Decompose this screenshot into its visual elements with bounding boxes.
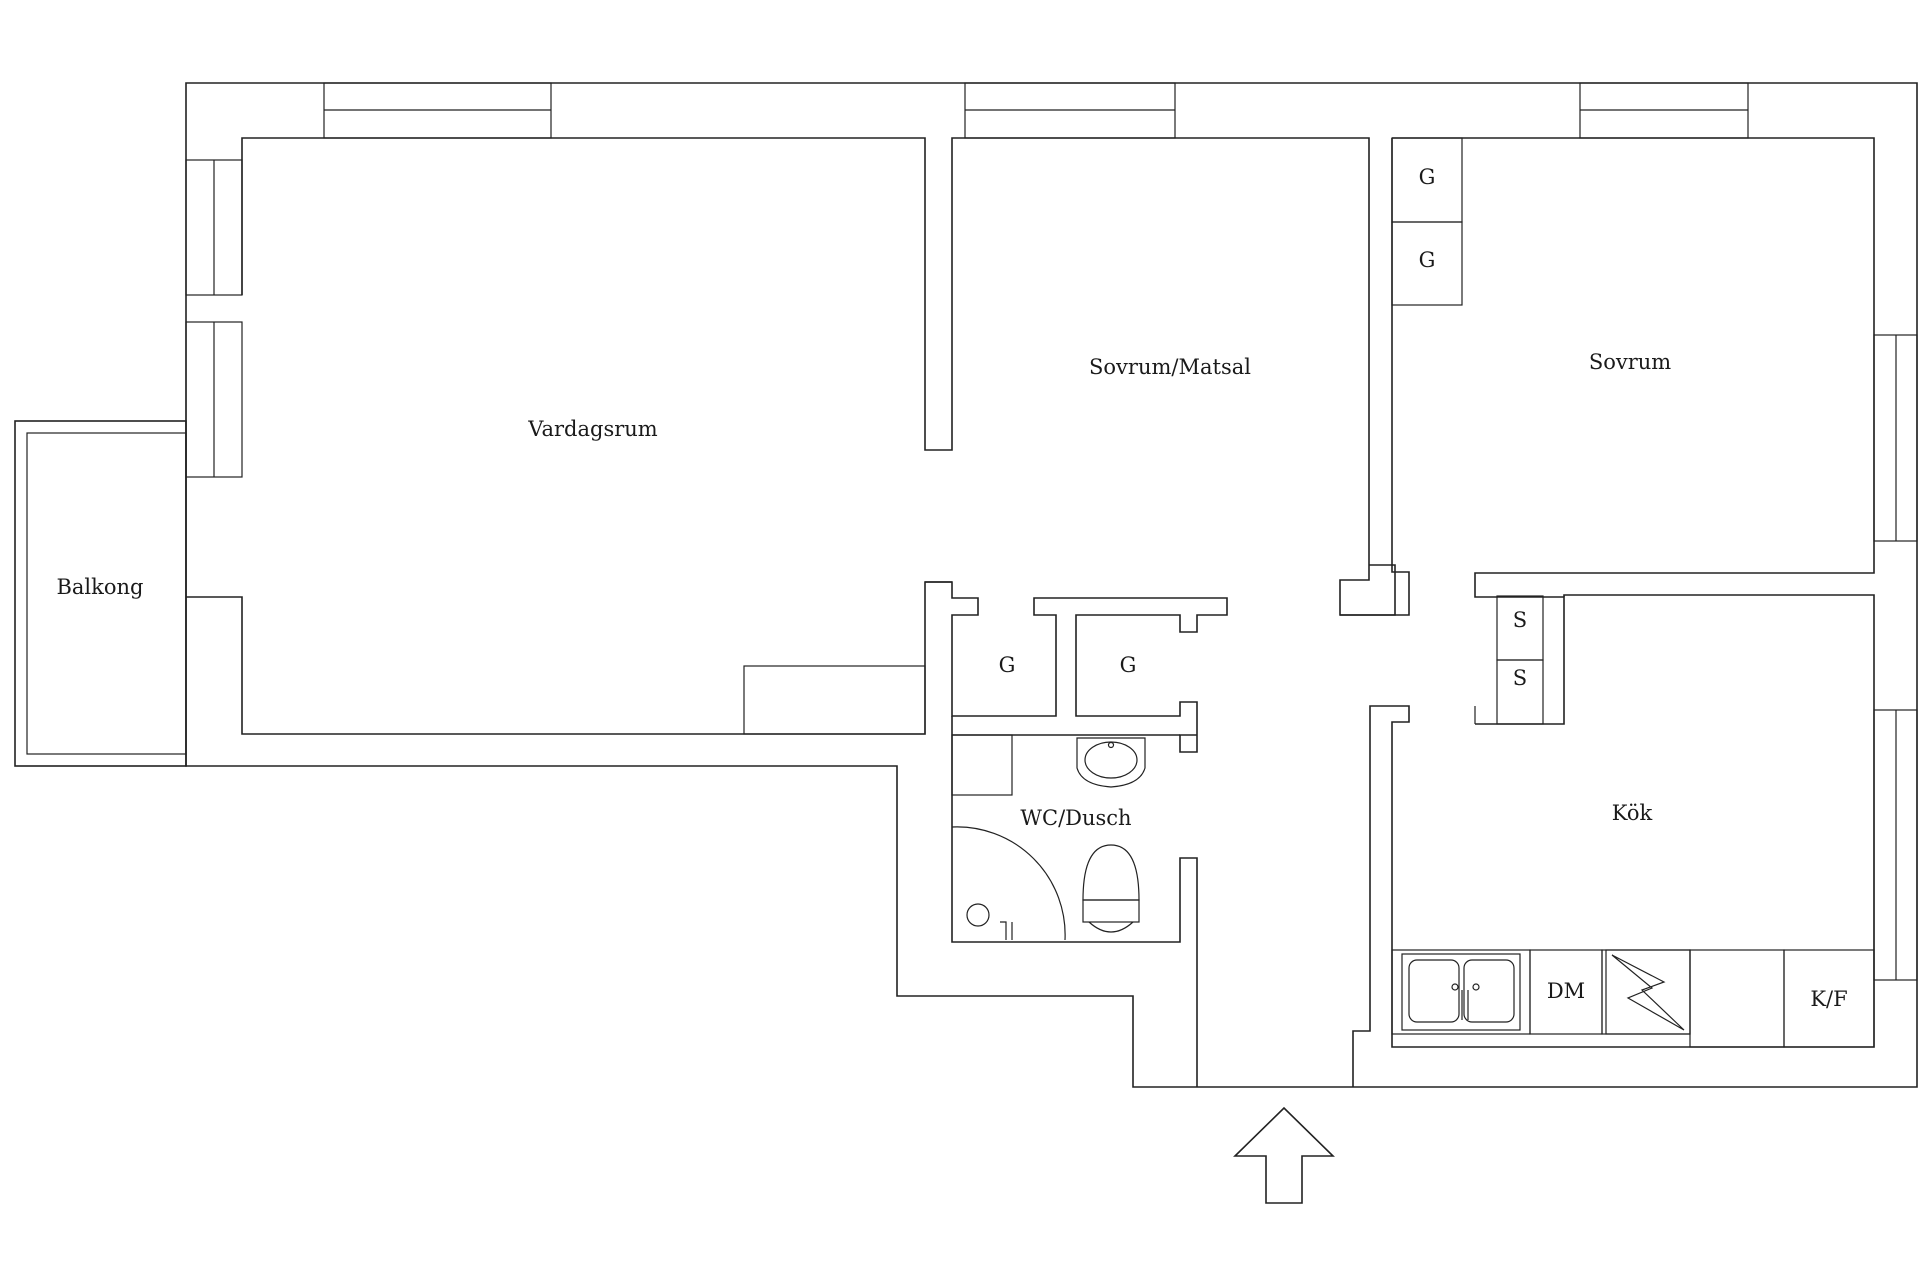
closet-label: G <box>1120 653 1137 677</box>
appliance-label-kf: K/F <box>1810 987 1847 1011</box>
tv-bench <box>743 665 926 735</box>
room-label-kok: Kök <box>1612 801 1653 825</box>
right-bedroom-walls <box>1392 137 1875 725</box>
right-windows <box>1873 334 1918 981</box>
closet-label: G <box>1419 248 1436 272</box>
closet-label: S <box>1513 608 1527 632</box>
closet-label: G <box>999 653 1016 677</box>
sink-icon <box>1076 737 1146 788</box>
appliance-label-dm: DM <box>1547 979 1585 1003</box>
toilet-icon <box>1082 844 1140 933</box>
top-windows <box>323 82 1749 139</box>
room-label-sovrum: Sovrum <box>1589 350 1671 374</box>
closet-label: S <box>1513 666 1527 690</box>
balcony-inner <box>26 432 187 755</box>
right-inner-wall <box>1340 138 1410 616</box>
hall-closets <box>925 581 1228 753</box>
bath-cabinet <box>951 734 1013 796</box>
entrance-arrow-icon <box>1233 1106 1335 1204</box>
shower-icon <box>951 826 1066 941</box>
living-room-lower-wall <box>186 581 952 735</box>
room-label-balkong: Balkong <box>56 575 143 599</box>
room-label-wc-dusch: WC/Dusch <box>1020 806 1131 830</box>
kitchen-walls <box>1352 594 1875 1087</box>
kitchen-closet-2 <box>1496 659 1544 725</box>
room-label-vardagsrum: Vardagsrum <box>527 417 658 441</box>
left-window <box>185 159 243 478</box>
closet-label: G <box>1419 165 1436 189</box>
bedroom-wardrobe-2 <box>1391 221 1463 306</box>
room-label-sovrum-matsal: Sovrum/Matsal <box>1089 355 1251 379</box>
double-sink-icon <box>1401 953 1521 1031</box>
stove-icon <box>1605 949 1691 1035</box>
outer-wall <box>185 82 1918 1088</box>
